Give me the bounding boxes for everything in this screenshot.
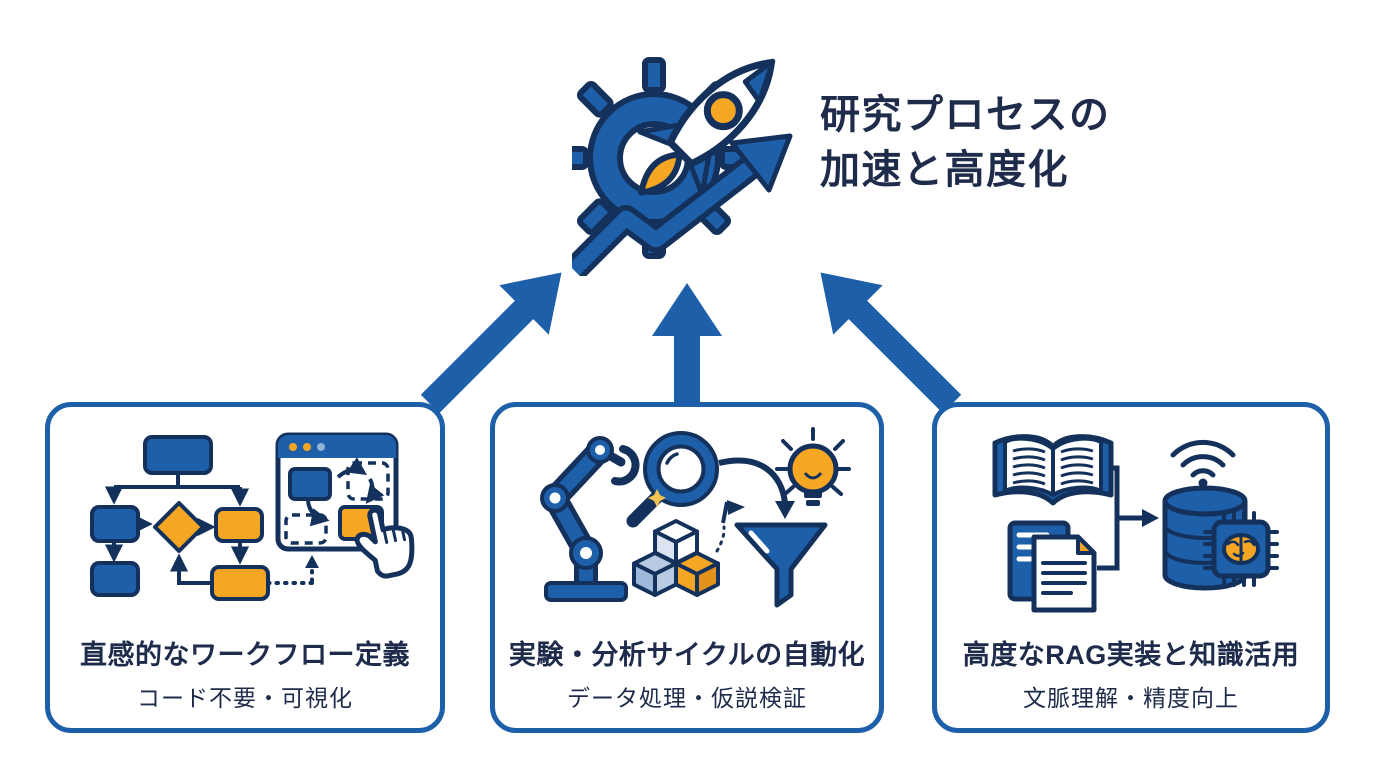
documents-icon (1007, 520, 1097, 613)
browser-window-icon (275, 432, 399, 552)
cycle-arrow-icon (718, 457, 788, 504)
hero-title-line1: 研究プロセスの (820, 93, 1111, 137)
workflow-flowchart-browser-icon (90, 432, 415, 601)
card-subtitle: データ処理・仮説検証 (567, 685, 807, 711)
lightbulb-icon (775, 427, 851, 506)
card-subtitle: コード不要・可視化 (137, 685, 353, 711)
flag-icon (715, 500, 745, 553)
flowchart-icon (90, 435, 319, 601)
rocket-icon (637, 58, 776, 197)
rag-knowledge-database-icon (992, 434, 1279, 613)
pointer-hand-icon (354, 507, 415, 579)
robot-arm-icon (540, 436, 640, 602)
connector-arrowhead (1142, 509, 1159, 527)
card-subtitle: 文脈理解・精度向上 (1023, 685, 1239, 711)
arrow-up-icon (652, 283, 722, 404)
arrow-up-left-icon (820, 272, 962, 414)
magnifier-icon (626, 431, 719, 528)
robot-arm-analysis-icon (540, 427, 851, 608)
wifi-icon (1170, 439, 1236, 488)
hero-title-line2: 加速と高度化 (820, 148, 1069, 193)
card-workflow: 直感的なワークフロー定義 コード不要・可視化 (45, 402, 445, 733)
card-title: 実験・分析サイクルの自動化 (508, 640, 866, 670)
card-automation: 実験・分析サイクルの自動化 データ処理・仮説検証 (490, 402, 884, 733)
data-cubes-icon (632, 519, 720, 597)
open-book-icon (992, 434, 1114, 506)
card-title: 高度なRAG実装と知識活用 (962, 640, 1300, 670)
hero-title: 研究プロセスの 加速と高度化 (820, 88, 1111, 198)
funnel-icon (734, 522, 828, 608)
ai-chip-icon (1203, 511, 1279, 587)
card-title: 直感的なワークフロー定義 (80, 640, 410, 670)
arrow-up-right-icon (420, 272, 562, 414)
cycle-arrowhead (775, 501, 795, 519)
card-rag: 高度なRAG実装と知識活用 文脈理解・精度向上 (932, 402, 1330, 733)
rocket-gear-growth-icon (572, 57, 793, 276)
growth-trend-arrow-icon (572, 133, 793, 276)
